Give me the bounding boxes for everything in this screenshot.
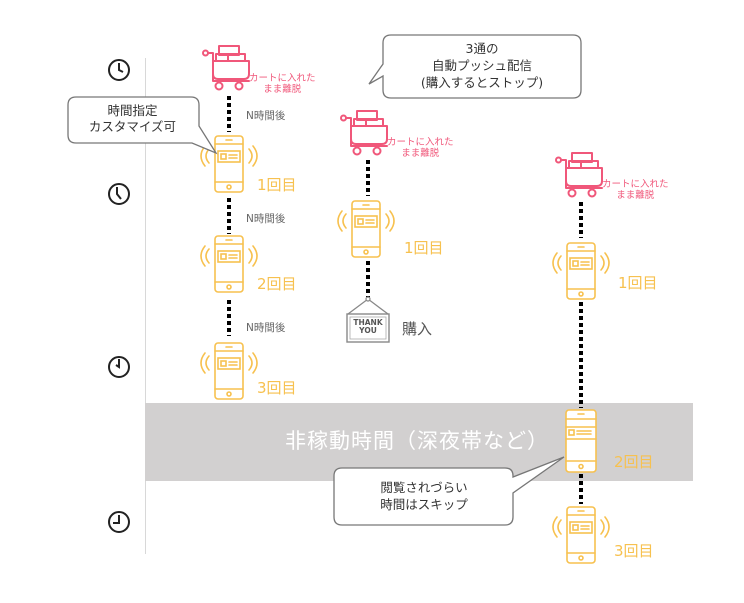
- title-callout-text: 3通の 自動プッシュ配信 (購入するとストップ): [386, 40, 578, 91]
- callout-line: 時間はスキップ: [380, 497, 468, 512]
- connector-dotted: [227, 198, 231, 234]
- cart-abandon-label: カートに入れた まま離脱: [249, 73, 316, 95]
- smartphone-push-icon: [550, 506, 612, 564]
- cart-label-line: まま離脱: [263, 84, 302, 95]
- smartphone-push-icon: [550, 242, 612, 300]
- cart-label-line: カートに入れた: [602, 179, 669, 190]
- night-hours-label: 非稼動時間（深夜帯など）: [285, 429, 549, 453]
- push-count-label: 3回目: [257, 379, 297, 397]
- connector-dotted: [579, 474, 583, 504]
- thank-you-sign-text: THANK YOU: [349, 319, 387, 335]
- timeline-axis: [145, 58, 146, 554]
- cart-label-line: まま離脱: [616, 190, 655, 201]
- clock-icon: [108, 356, 130, 378]
- cart-abandon-label: カートに入れた まま離脱: [387, 137, 454, 159]
- cart-label-line: まま離脱: [401, 148, 440, 159]
- connector-dotted: [227, 300, 231, 336]
- callout-line: 自動プッシュ配信: [431, 58, 532, 73]
- clock-icon: [108, 511, 130, 533]
- push-count-label: 2回目: [614, 453, 654, 471]
- smartphone-push-icon: [198, 235, 260, 293]
- push-count-label: 1回目: [257, 176, 297, 194]
- purchase-label: 購入: [402, 320, 433, 338]
- smartphone-push-icon: [335, 200, 397, 258]
- time-callout-text: 時間指定 カスタマイズ可: [70, 103, 195, 135]
- connector-dotted: [579, 302, 583, 408]
- push-count-label: 1回目: [404, 239, 444, 257]
- interval-label: N時間後: [246, 213, 286, 225]
- thank-you-sign-icon: [346, 296, 390, 343]
- sign-line: THANK: [353, 318, 383, 327]
- cart-icon: [555, 150, 609, 198]
- push-count-label: 1回目: [618, 274, 658, 292]
- callout-bubble: [333, 456, 565, 526]
- cart-icon: [202, 43, 256, 91]
- cart-abandon-label: カートに入れた まま離脱: [602, 179, 669, 201]
- clock-icon: [108, 59, 130, 81]
- callout-line: 3通の: [465, 41, 499, 56]
- connector-dotted: [366, 160, 370, 196]
- callout-line: 閲覧されづらい: [380, 480, 468, 495]
- connector-dotted: [366, 261, 370, 297]
- clock-icon: [108, 183, 130, 205]
- cart-label-line: カートに入れた: [387, 137, 454, 148]
- callout-bubble: [67, 96, 218, 155]
- interval-label: N時間後: [246, 322, 286, 334]
- callout-line: 時間指定: [107, 103, 158, 118]
- callout-line: カスタマイズ可: [88, 119, 177, 134]
- push-count-label: 3回目: [614, 542, 654, 560]
- callout-line: (購入するとストップ): [420, 75, 544, 90]
- smartphone-push-icon: [198, 342, 260, 400]
- connector-dotted: [227, 96, 231, 132]
- skip-callout-text: 閲覧されづらい 時間はスキップ: [336, 479, 512, 513]
- connector-dotted: [579, 202, 583, 238]
- push-count-label: 2回目: [257, 275, 297, 293]
- cart-label-line: カートに入れた: [249, 73, 316, 84]
- cart-icon: [340, 108, 394, 156]
- interval-label: N時間後: [246, 110, 286, 122]
- sign-line: YOU: [359, 326, 377, 335]
- callout-bubble: [368, 34, 582, 99]
